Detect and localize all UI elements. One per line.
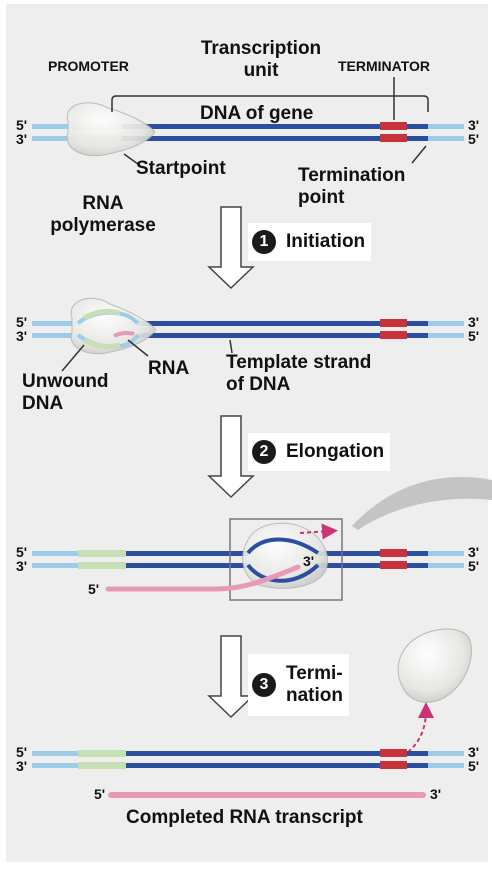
transcription-unit-bracket xyxy=(111,95,429,112)
termination-point-pointer xyxy=(411,145,427,164)
three-prime-end-label: 3' xyxy=(468,544,480,560)
bubble-top-strand xyxy=(246,537,320,555)
completed-rna-strand xyxy=(108,792,426,798)
zoom-box xyxy=(229,518,343,601)
five-prime-end-label: 5' xyxy=(16,314,28,330)
release-arrow xyxy=(407,702,434,753)
step-arrow-2 xyxy=(207,415,255,499)
direction-arrow xyxy=(299,523,338,540)
five-prime-end-label: 5' xyxy=(468,758,480,774)
rna-label: RNA xyxy=(148,358,190,379)
rna-three-prime-label: 3' xyxy=(303,553,315,569)
rna-polymerase-label: RNA polymerase xyxy=(50,193,156,236)
template-strand-pointer xyxy=(229,339,233,354)
five-prime-end-label: 5' xyxy=(16,544,28,560)
unwound-dna-label: Unwound DNA xyxy=(22,371,109,414)
terminator-region xyxy=(380,122,407,130)
three-prime-end-label: 3' xyxy=(16,758,28,774)
unwound-dna-pointer xyxy=(61,344,85,372)
dna-duplex-4 xyxy=(32,749,464,769)
three-prime-end-label: 3' xyxy=(468,314,480,330)
dna-duplex-2 xyxy=(32,319,464,339)
termination-point-label: Termination point xyxy=(298,165,406,208)
five-prime-end-label: 5' xyxy=(468,558,480,574)
coding-strand xyxy=(122,136,428,141)
three-prime-end-label: 3' xyxy=(16,131,28,147)
step-termination: 3 Termi- nation xyxy=(248,654,349,716)
three-prime-end-label: 3' xyxy=(16,328,28,344)
three-prime-end-label: 3' xyxy=(16,558,28,574)
startpoint-label: Startpoint xyxy=(136,158,226,179)
template-strand-label: Template strand of DNA xyxy=(226,352,372,395)
step-number-badge: 1 xyxy=(252,230,276,254)
flank-strand-right xyxy=(428,124,464,129)
dna-duplex-3 xyxy=(32,549,464,569)
template-strand xyxy=(122,124,428,129)
step-label: Termi- nation xyxy=(286,663,343,706)
step-number-badge: 2 xyxy=(252,440,276,464)
promoter-label: PROMOTER xyxy=(48,58,129,74)
transcript-five-prime-label: 5' xyxy=(94,786,106,802)
bubble-bottom-strand xyxy=(246,563,320,583)
flank-strand-right xyxy=(428,136,464,141)
step-label: Initiation xyxy=(286,231,366,253)
promoter-unwound xyxy=(82,308,121,321)
dna-of-gene-label: DNA of gene xyxy=(200,103,314,124)
step-label: Elongation xyxy=(286,441,385,463)
step-elongation: 2 Elongation xyxy=(248,433,391,471)
five-prime-end-label: 5' xyxy=(16,117,28,133)
startpoint-pointer xyxy=(123,153,139,165)
terminator-region xyxy=(380,134,407,142)
three-prime-end-label: 3' xyxy=(468,117,480,133)
transcription-unit-line: Transcription unit xyxy=(200,38,322,81)
five-prime-end-label: 5' xyxy=(468,328,480,344)
zoom-swoosh xyxy=(352,477,492,530)
rna-polymerase-shape xyxy=(66,102,156,157)
rna-pointer xyxy=(127,339,149,357)
rna-initial xyxy=(113,330,135,338)
transcription-unit-label: Transcription unit xyxy=(186,38,336,82)
step-initiation: 1 Initiation xyxy=(248,223,372,261)
rna-five-prime-label: 5' xyxy=(88,581,100,597)
step-number-badge: 3 xyxy=(252,673,276,697)
step-arrow-3 xyxy=(207,635,255,719)
five-prime-end-label: 5' xyxy=(468,131,480,147)
five-prime-end-label: 5' xyxy=(16,744,28,760)
promoter-unwound xyxy=(82,337,121,350)
transcript-three-prime-label: 3' xyxy=(430,786,442,802)
released-polymerase xyxy=(397,628,472,703)
step-arrow-1 xyxy=(207,206,255,290)
rna-elongating xyxy=(105,564,301,592)
three-prime-end-label: 3' xyxy=(468,744,480,760)
terminator-label: TERMINATOR xyxy=(338,58,431,74)
completed-transcript-label: Completed RNA transcript xyxy=(126,807,363,828)
